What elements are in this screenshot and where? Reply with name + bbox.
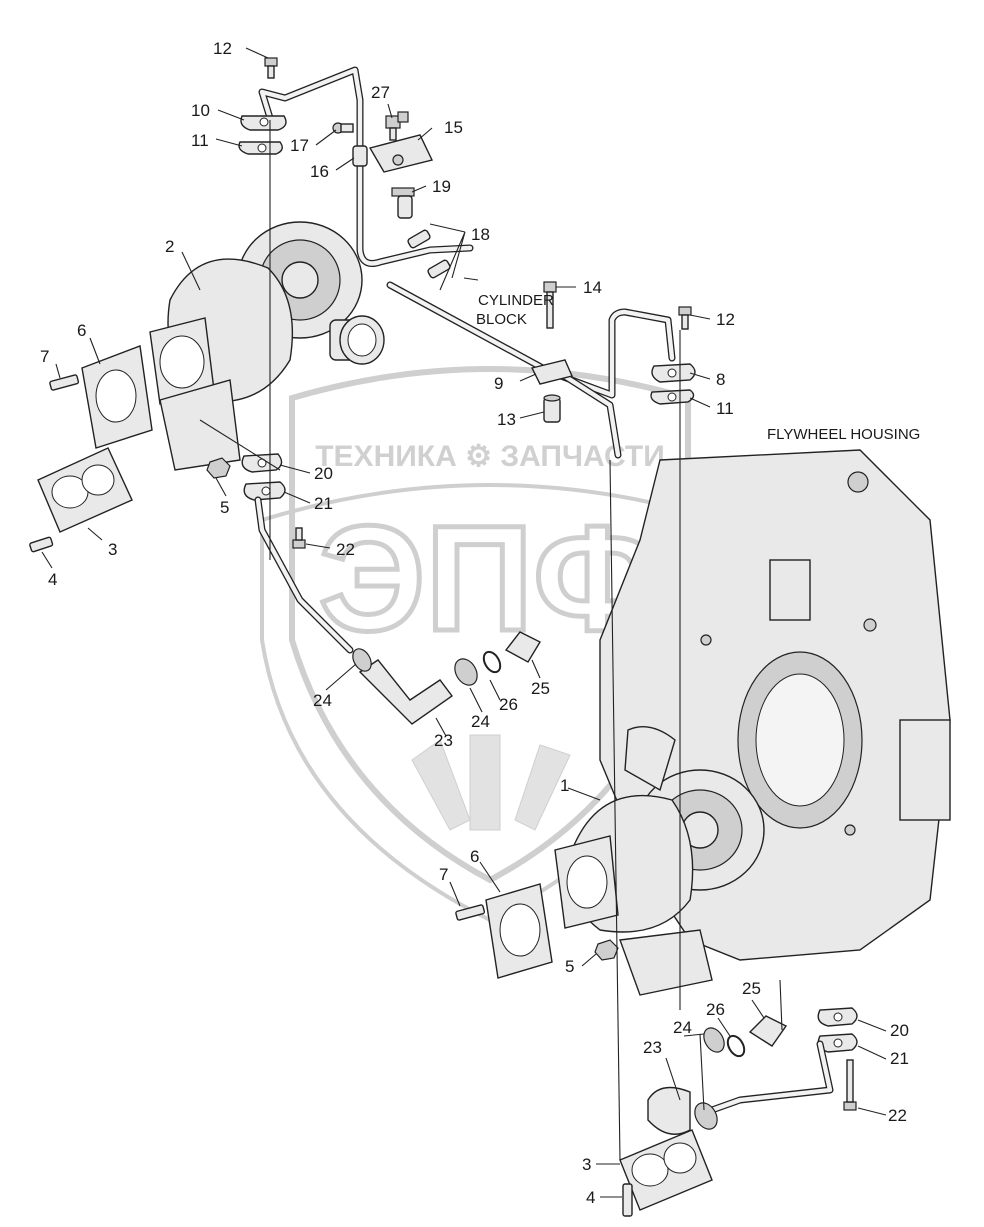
fittings-18: [407, 223, 466, 291]
stud-7-lower: [455, 904, 486, 921]
callout-11-right: 11: [716, 399, 734, 418]
callout-7-lower: 7: [439, 865, 448, 884]
hose-23-lower: [647, 1086, 691, 1135]
callout-20: 20: [314, 464, 333, 483]
upper-gasket-11: [238, 141, 283, 155]
bolt-17: [332, 122, 354, 134]
callout-19: 19: [432, 177, 451, 196]
gasket-20-lower: [817, 1007, 858, 1027]
gasket-20-upper: [241, 453, 283, 473]
bolt-14: [543, 281, 557, 329]
callout-6-lower: 6: [470, 847, 479, 866]
callout-3-lower: 3: [582, 1155, 591, 1174]
bolt-22-lower: [843, 1059, 857, 1111]
connector-19: [391, 187, 415, 219]
bolt-22-upper: [292, 527, 306, 549]
watermark-text: ТЕХНИКА ⚙ ЗАПЧАСТИ: [315, 440, 665, 473]
callout-4-lower: 4: [586, 1188, 595, 1207]
bolt-12-right: [678, 306, 692, 330]
callout-25: 25: [531, 679, 550, 698]
callout-5: 5: [220, 498, 229, 517]
bolt-12-upper: [264, 57, 278, 79]
callout-18: 18: [471, 225, 490, 244]
assembly-lines: [199, 120, 783, 1161]
callout-3: 3: [108, 540, 117, 559]
callout-22-lower: 22: [888, 1106, 907, 1125]
callout-24-lower: 24: [673, 1018, 692, 1037]
upper-oil-feed-pipe: [258, 66, 676, 459]
cylinder-block-label-line2: BLOCK: [476, 311, 527, 328]
drain-pipe-upper: [254, 496, 354, 654]
callout-16: 16: [310, 162, 329, 181]
nut-5-upper: [206, 457, 231, 479]
callout-25-lower: 25: [742, 979, 761, 998]
callout-11: 11: [191, 131, 209, 150]
upper-flange-10: [240, 115, 287, 131]
callout-24: 24: [313, 691, 332, 710]
clamp-24-upper-a: [352, 648, 372, 672]
gasket-6-lower: [485, 883, 553, 979]
callout-12-right: 12: [716, 310, 735, 329]
callout-labels: 12 10 11 27 15 17 16 19 18 2 14 12 6 7 8…: [40, 39, 909, 1207]
stud-7-upper: [49, 374, 80, 391]
o-ring-26-lower: [726, 1034, 746, 1058]
leader-lines: [41, 47, 887, 1198]
spacer-13: [543, 394, 561, 423]
callout-26-lower: 26: [706, 1000, 725, 1019]
drain-pipe-lower: [708, 1040, 834, 1114]
bolt-27: [385, 111, 409, 141]
callout-17: 17: [290, 136, 309, 155]
callout-23-lower: 23: [643, 1038, 662, 1057]
callout-6: 6: [77, 321, 86, 340]
callout-1: 1: [560, 776, 569, 795]
clamp-24-lower-b: [694, 1102, 718, 1130]
watermark: ТЕХНИКА ⚙ ЗАПЧАСТИ ЭПФ: [260, 366, 720, 923]
callout-4: 4: [48, 570, 57, 589]
flange-21-lower: [817, 1033, 858, 1053]
callout-8: 8: [716, 370, 725, 389]
turbocharger-1: [554, 726, 765, 996]
fitting-25-upper: [504, 631, 541, 663]
callout-21: 21: [314, 494, 333, 513]
callout-15: 15: [444, 118, 463, 137]
callout-9: 9: [494, 374, 503, 393]
stud-4-lower: [622, 1183, 633, 1217]
callout-22: 22: [336, 540, 355, 559]
callout-27: 27: [371, 83, 390, 102]
gasket-3-lower: [619, 1129, 713, 1211]
clamp-24-upper-b: [454, 658, 478, 686]
pipe-clamp-16: [352, 145, 368, 167]
clamp-24-lower-a: [703, 1027, 725, 1053]
gasket-6-upper: [81, 345, 153, 449]
callout-20-lower: 20: [890, 1021, 909, 1040]
flange-21-upper: [243, 481, 286, 501]
callout-21-lower: 21: [890, 1049, 909, 1068]
callout-13: 13: [497, 410, 516, 429]
callout-14: 14: [583, 278, 602, 297]
nut-5-lower: [594, 939, 619, 961]
callout-26: 26: [499, 695, 518, 714]
cylinder-block-label-line1: CYLINDER: [478, 292, 554, 309]
clamp-9: [530, 359, 573, 385]
hose-23-upper: [358, 659, 453, 725]
gasket-3-upper: [37, 447, 133, 533]
turbocharger-2: [149, 221, 385, 471]
fitting-25-lower: [748, 1015, 788, 1047]
callout-23: 23: [434, 731, 453, 750]
callout-2: 2: [165, 237, 174, 256]
bracket-15: [368, 134, 434, 173]
callout-12: 12: [213, 39, 232, 58]
flywheel-housing-label: FLYWHEEL HOUSING: [767, 426, 920, 443]
callout-5-lower: 5: [565, 957, 574, 976]
callout-10: 10: [191, 101, 210, 120]
callout-24-b: 24: [471, 712, 490, 731]
stud-4-upper: [29, 536, 54, 553]
o-ring-26-upper: [482, 650, 502, 674]
callout-7: 7: [40, 347, 49, 366]
watermark-wheat-icon: [411, 734, 571, 831]
gasket-11-right: [650, 389, 695, 405]
flange-8: [651, 363, 696, 383]
